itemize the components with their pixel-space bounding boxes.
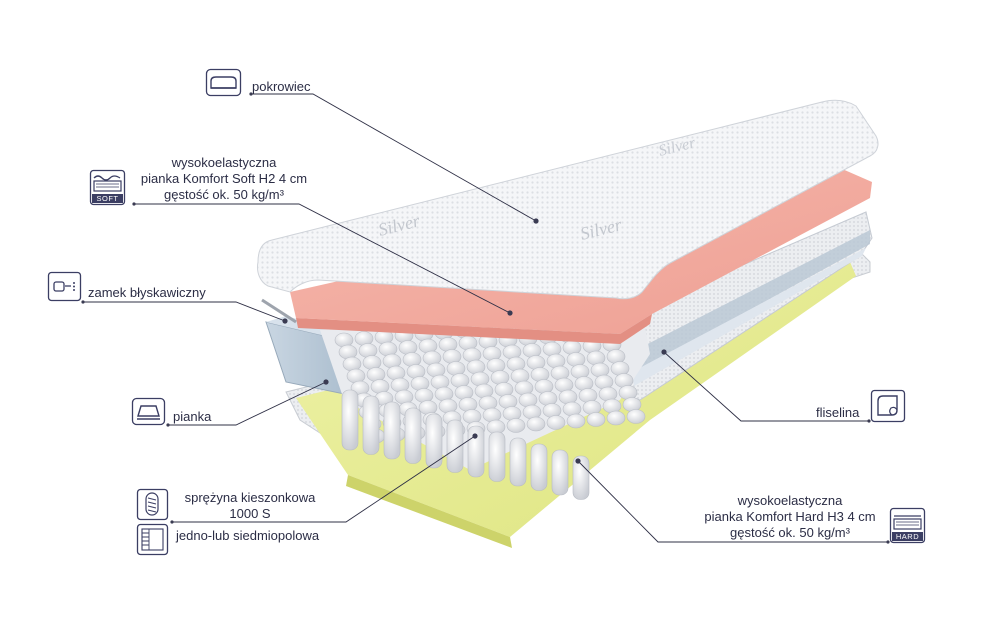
label-zones: jedno-lub siedmiopolowa <box>176 528 320 543</box>
label-hard-foam-line-1: wysokoelastyczna <box>737 493 843 508</box>
hard-foam-icon <box>889 507 926 544</box>
foam-icon <box>131 397 166 426</box>
label-soft-foam-line-3: gęstość ok. 50 kg/m³ <box>164 187 284 202</box>
label-foam: pianka <box>173 409 212 424</box>
mattress-illustration: Silver Silver Silver <box>257 99 879 548</box>
leader-zipper <box>83 301 286 322</box>
leader-spring <box>172 435 476 523</box>
leader-fleece <box>663 351 869 422</box>
label-zipper: zamek błyskawiczny <box>88 285 206 300</box>
mattress-cover-icon <box>205 68 242 97</box>
soft-foam-icon <box>89 169 126 206</box>
zipper-icon <box>47 271 82 302</box>
label-hard-foam: wysokoelastyczna pianka Komfort Hard H3 … <box>690 493 890 541</box>
leader-cover <box>251 93 537 222</box>
pocket-spring-icon <box>136 488 169 521</box>
leader-soft-foam <box>134 203 511 314</box>
label-hard-foam-line-3: gęstość ok. 50 kg/m³ <box>730 525 850 540</box>
label-cover: pokrowiec <box>252 79 311 94</box>
fleece-icon <box>870 389 906 423</box>
label-soft-foam-line-2: pianka Komfort Soft H2 4 cm <box>140 171 308 186</box>
label-soft-foam: wysokoelastyczna pianka Komfort Soft H2 … <box>119 155 329 203</box>
label-spring-line-1: sprężyna kieszonkowa <box>184 490 316 505</box>
leader-hard-foam <box>577 460 888 543</box>
leader-foam <box>168 381 327 426</box>
label-spring-line-2: 1000 S <box>229 506 271 521</box>
label-fleece: fliselina <box>816 405 860 420</box>
zones-icon <box>136 523 169 556</box>
hard-badge: HARD <box>895 532 920 541</box>
label-spring: sprężyna kieszonkowa 1000 S <box>170 490 330 522</box>
label-hard-foam-line-2: pianka Komfort Hard H3 4 cm <box>704 509 876 524</box>
leader-lines <box>81 92 890 544</box>
label-soft-foam-line-1: wysokoelastyczna <box>171 155 277 170</box>
soft-badge: SOFT <box>96 194 119 203</box>
top-cover <box>257 99 879 300</box>
zipper-line <box>261 298 297 324</box>
